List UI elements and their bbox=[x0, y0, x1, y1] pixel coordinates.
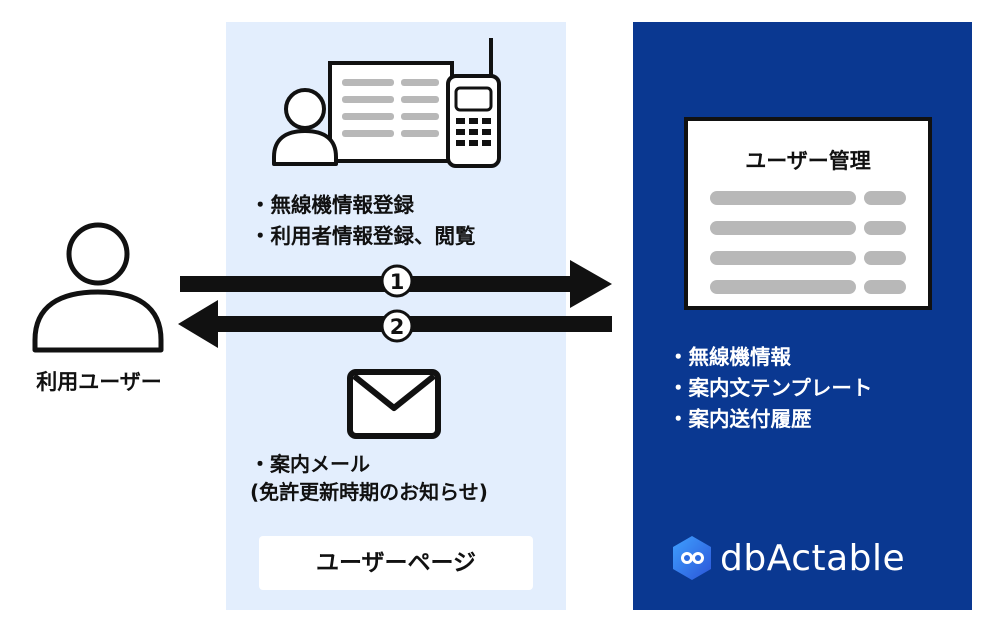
mail-line: ・案内メール bbox=[250, 452, 370, 476]
operator-illustration bbox=[272, 38, 501, 168]
user-page-label: ユーザーページ bbox=[259, 536, 533, 590]
mail-notice: ・案内メール (免許更新時期のお知らせ) bbox=[250, 450, 488, 506]
mail-line: (免許更新時期のお知らせ) bbox=[250, 480, 488, 504]
person-icon bbox=[32, 222, 164, 353]
feature-item: 無線機情報 bbox=[668, 342, 872, 373]
user-label: 利用ユーザー bbox=[36, 370, 162, 394]
card-title: ユーザー管理 bbox=[745, 149, 871, 173]
arrow-right bbox=[180, 260, 612, 308]
flow-step-2: 2 bbox=[380, 309, 414, 343]
register-item: 利用者情報登録、閲覧 bbox=[250, 221, 476, 252]
card-row bbox=[710, 191, 856, 205]
step-number: 1 bbox=[390, 270, 405, 294]
dbactable-logo-text: dbActable bbox=[720, 538, 906, 579]
flow-step-1: 1 bbox=[380, 264, 414, 298]
dbactable-logo-icon bbox=[673, 536, 711, 580]
card-row bbox=[710, 280, 856, 294]
card-row bbox=[710, 251, 856, 265]
register-list: 無線機情報登録 利用者情報登録、閲覧 bbox=[250, 190, 476, 252]
card-row bbox=[710, 221, 856, 235]
card-row bbox=[864, 251, 906, 265]
mail-icon bbox=[347, 369, 441, 439]
dbactable-feature-list: 無線機情報 案内文テンプレート 案内送付履歴 bbox=[668, 342, 873, 435]
user-management-card: ユーザー管理 bbox=[684, 117, 932, 310]
card-row bbox=[864, 191, 906, 205]
register-item: 無線機情報登録 bbox=[250, 190, 476, 221]
card-row bbox=[864, 280, 906, 294]
step-number: 2 bbox=[390, 315, 405, 339]
card-row bbox=[864, 221, 906, 235]
radio-icon bbox=[446, 38, 501, 168]
feature-item: 案内文テンプレート bbox=[668, 373, 873, 404]
operator-icon bbox=[272, 88, 338, 166]
feature-item: 案内送付履歴 bbox=[668, 404, 872, 435]
